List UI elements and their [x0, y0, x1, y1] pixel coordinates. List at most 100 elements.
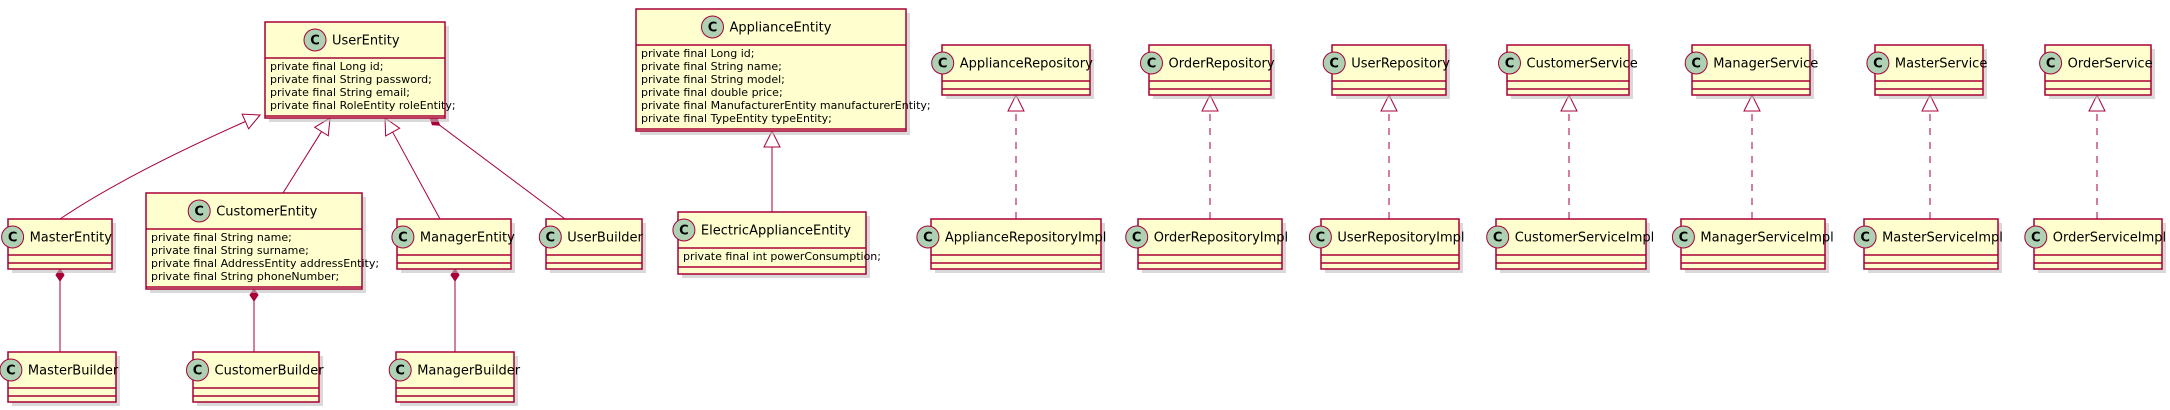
class-marker-letter: C [938, 57, 948, 72]
class-user-entity[interactable]: C UserEntity private final Long id;private… [264, 21, 456, 122]
class-marker-icon [0, 358, 23, 382]
class-name: CustomerEntity [216, 205, 317, 220]
class-customer-service-impl[interactable]: C CustomerServiceImpl [1486, 218, 1655, 273]
class-marker-icon [2039, 51, 2063, 75]
class-box [1874, 44, 1984, 96]
class-attribute: private final Long id; [270, 60, 383, 73]
realization-arrow-marker [1201, 93, 1219, 112]
class-marker-letter: C [2046, 57, 2056, 72]
class-marker-icon [1684, 51, 1708, 75]
class-attribute: private final String password; [270, 73, 432, 86]
relation-master-builder-to-master-entity [55, 268, 65, 352]
class-box [677, 211, 867, 275]
class-marker-icon [1308, 225, 1332, 249]
relation-order-service-impl-to-order-service [2088, 93, 2106, 219]
class-box [395, 351, 515, 403]
class-marker-icon [701, 15, 724, 39]
class-marker-letter: C [1316, 231, 1326, 246]
class-marker-letter: C [1860, 231, 1870, 246]
class-marker-letter: C [923, 231, 933, 246]
class-marker-icon [1671, 225, 1695, 249]
class-attribute: private final String surname; [151, 244, 309, 257]
class-marker-icon [187, 199, 211, 223]
class-name: UserBuilder [567, 231, 643, 246]
class-box [7, 218, 113, 270]
class-order-repository[interactable]: C OrderRepository [1140, 44, 1276, 99]
class-marker-letter: C [6, 364, 16, 379]
class-box [192, 351, 320, 403]
class-marker-letter: C [1132, 231, 1142, 246]
class-attribute: private final Long id; [641, 47, 754, 60]
class-name: MasterServiceImpl [1882, 231, 2003, 246]
class-user-builder[interactable]: C UserBuilder [538, 218, 646, 273]
class-name: ManagerServiceImpl [1700, 231, 1833, 246]
class-marker-icon [1322, 51, 1346, 75]
class-name: MasterEntity [30, 231, 113, 246]
class-marker-icon [538, 225, 562, 249]
class-name: CustomerBuilder [215, 364, 325, 379]
class-name: ManagerEntity [420, 231, 515, 246]
relation-manager-builder-to-manager-entity [450, 268, 460, 352]
class-marker-letter: C [2031, 231, 2041, 246]
class-marker-letter: C [310, 34, 320, 49]
class-box [635, 8, 907, 132]
class-attribute: private final String name; [151, 231, 292, 244]
class-order-repository-impl[interactable]: C OrderRepositoryImpl [1125, 218, 1288, 273]
class-marker-letter: C [708, 21, 718, 36]
class-box [145, 192, 363, 290]
class-master-service-impl[interactable]: C MasterServiceImpl [1853, 218, 2003, 273]
class-marker-icon [2024, 225, 2048, 249]
class-marker-letter: C [1691, 57, 1701, 72]
relation-appliance-repository-impl-to-appliance-repository [1007, 93, 1025, 219]
relation-electric-appliance-entity-to-appliance-entity [763, 129, 781, 212]
relation-manager-entity-to-user-entity [384, 117, 441, 220]
class-marker-icon [672, 218, 696, 242]
class-name: OrderRepository [1169, 57, 1275, 72]
realization-arrow-marker [1743, 93, 1761, 112]
class-attribute: private final double price; [641, 86, 783, 99]
class-name: CustomerServiceImpl [1515, 231, 1655, 246]
class-name: ManagerService [1713, 57, 1818, 72]
class-marker-letter: C [1147, 57, 1157, 72]
class-marker-letter: C [679, 224, 689, 239]
realization-arrow-marker [1380, 93, 1398, 112]
relation-line [282, 131, 322, 194]
class-attribute: private final String phoneNumber; [151, 270, 339, 283]
class-attribute: private final ManufacturerEntity manufac… [641, 99, 931, 112]
class-marker-letter: C [1329, 57, 1339, 72]
class-marker-letter: C [546, 231, 556, 246]
class-marker-icon [1498, 51, 1521, 75]
realization-arrow-marker [1921, 93, 1939, 112]
class-manager-service[interactable]: C ManagerService [1684, 44, 1818, 99]
relation-customer-service-impl-to-customer-service [1560, 93, 1578, 219]
class-name: UserEntity [332, 34, 400, 49]
relation-line [439, 124, 566, 220]
class-name: OrderRepositoryImpl [1154, 231, 1288, 246]
inheritance-arrow-marker [313, 117, 331, 137]
class-marker-icon [1486, 225, 1510, 249]
class-marker-icon [1853, 225, 1877, 249]
class-box [1680, 218, 1826, 270]
relation-master-entity-to-user-entity [59, 113, 262, 220]
class-box [545, 218, 643, 270]
class-marker-letter: C [1493, 231, 1503, 246]
class-name: ManagerBuilder [417, 364, 521, 379]
